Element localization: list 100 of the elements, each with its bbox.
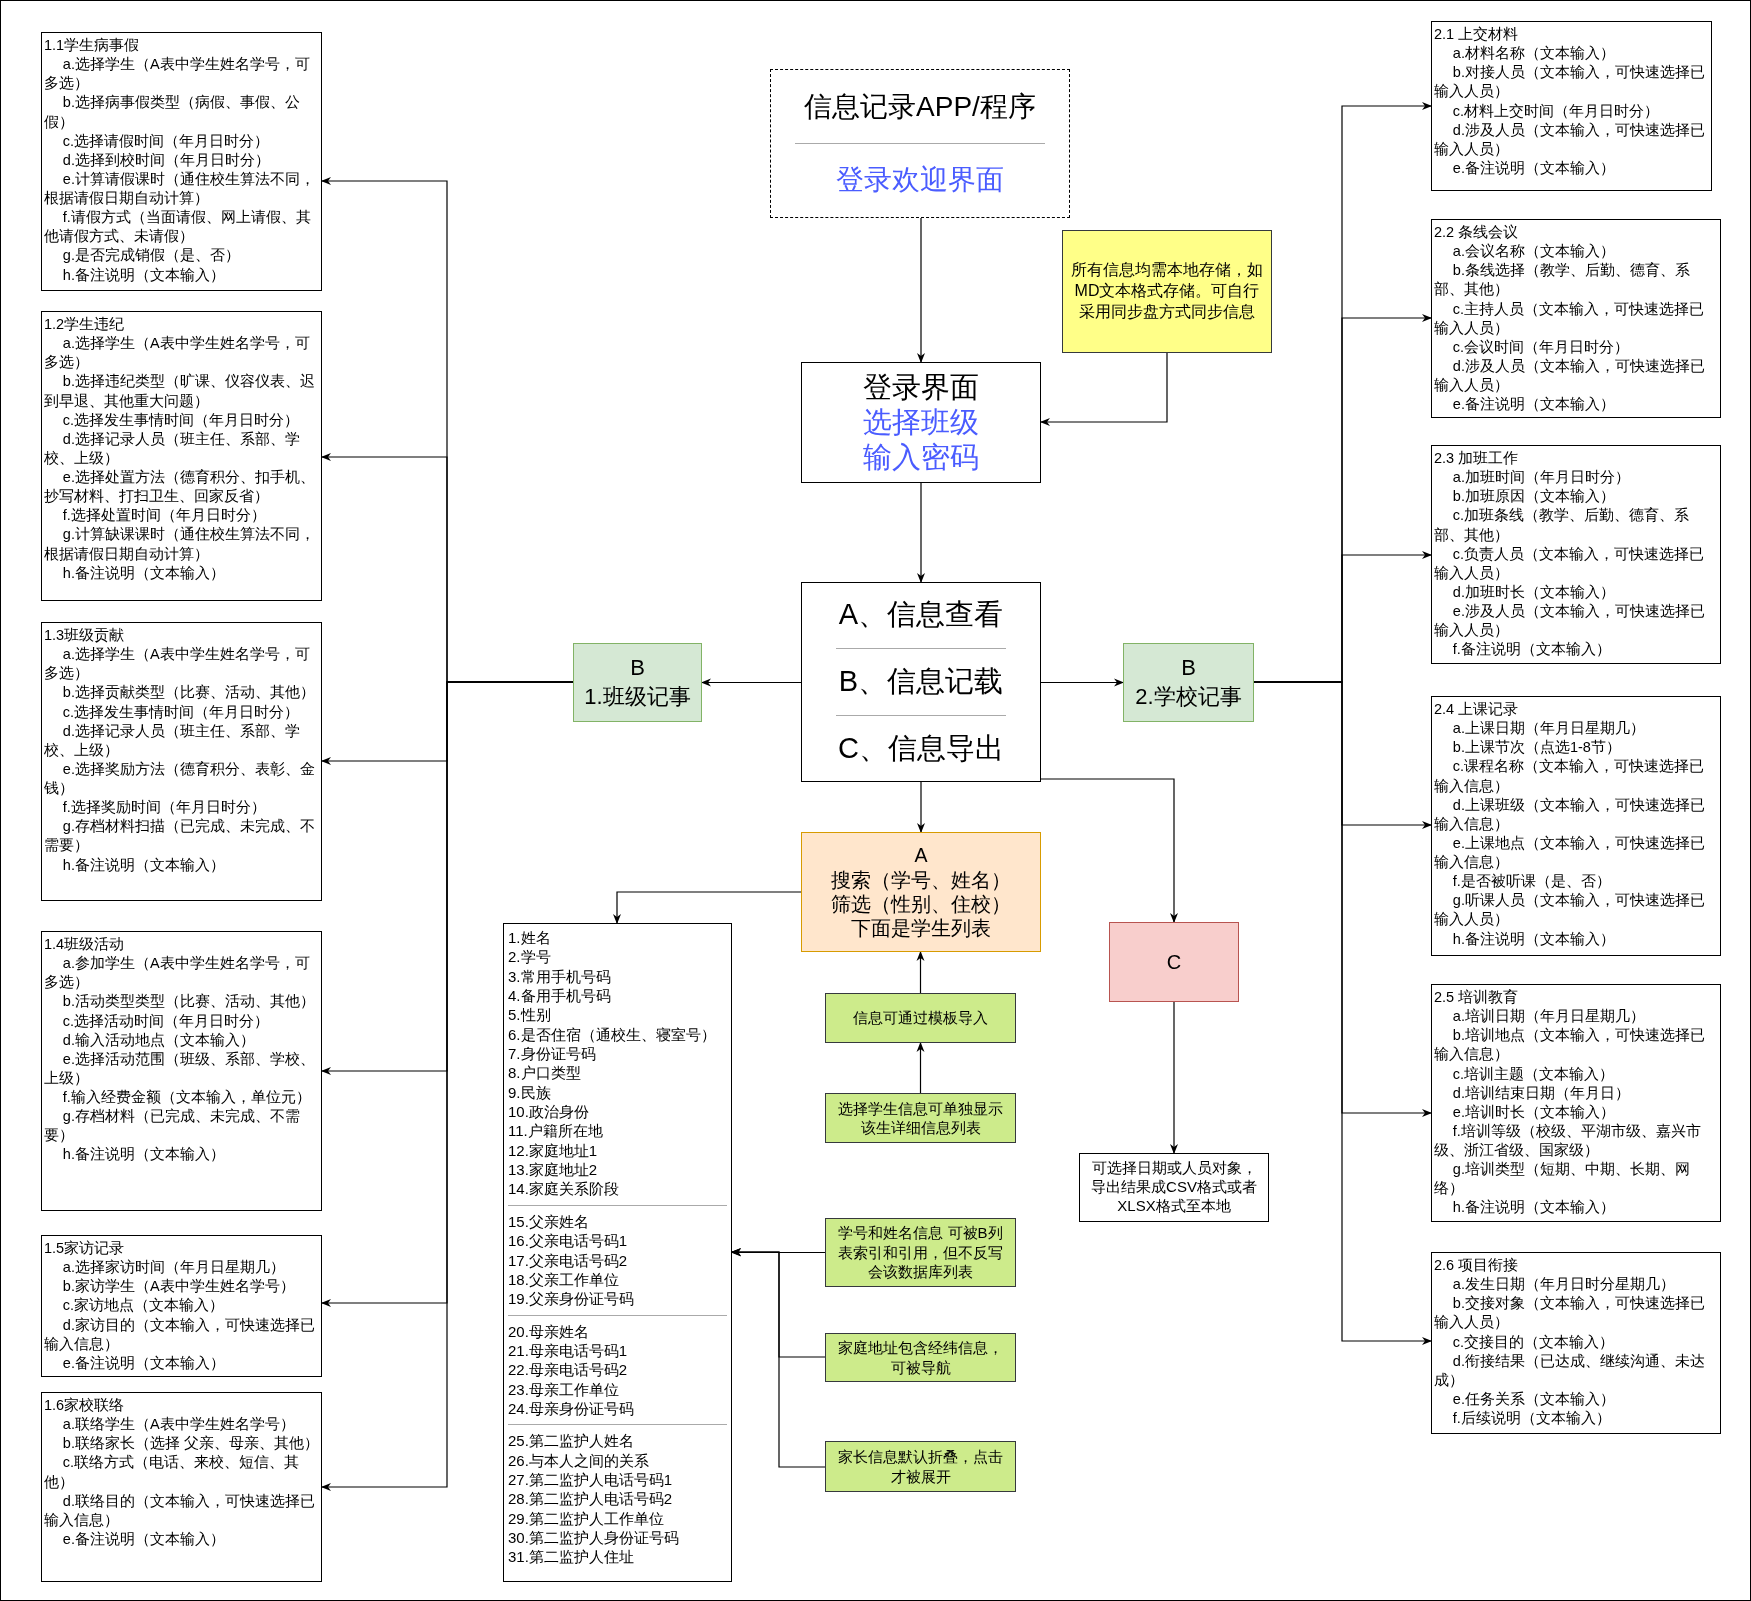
category-text: B	[629, 653, 646, 682]
arrow	[613, 891, 802, 924]
form-field-text: e.备注说明（文本输入）	[1451, 395, 1616, 415]
list-item: 24.母亲身份证号码	[508, 1398, 635, 1419]
note-box	[1079, 1153, 1269, 1222]
form-field-text: 2.6 项目衔接	[1434, 1256, 1520, 1275]
form-field-text: d.培训结束日期（年月日）	[1451, 1083, 1631, 1103]
arrow	[701, 678, 802, 687]
form-field-text: 2.1 上交材料	[1434, 25, 1520, 44]
form-field-text: c.家访地点（文本输入）	[61, 1296, 226, 1316]
form-field-text: f.输入经费金额（文本输入，单位元）	[61, 1088, 312, 1107]
list-item: 20.母亲姓名	[508, 1321, 590, 1341]
list-item: 22.母亲电话号码2	[508, 1360, 629, 1380]
form-field-text: b.活动类型类型（比赛、活动、其他）	[61, 992, 316, 1012]
search-text: 筛选（性别、住校）	[830, 892, 1012, 917]
form-field-text: c.选择发生事情时间（年月日时分）	[61, 410, 301, 430]
list-item: 23.母亲工作单位	[508, 1379, 620, 1399]
arrow	[916, 951, 925, 994]
form-field-text: 1.4班级活动	[44, 935, 126, 954]
form-field-text: 1.1学生病事假	[44, 36, 141, 55]
list-item: 7.身份证号码	[508, 1044, 597, 1064]
arrow	[917, 217, 925, 363]
form-field-text: 2.2 条线会议	[1434, 223, 1520, 242]
record-form-box	[1431, 445, 1721, 664]
search-text: 搜索（学号、姓名）	[830, 867, 1012, 892]
note-text: 所有信息均需本地存储，如MD文本格式存储。可自行采用同步盘方式同步信息	[1070, 260, 1264, 322]
arrow	[1040, 778, 1178, 923]
form-field-text: a.加班时间（年月日时分）	[1451, 468, 1631, 488]
list-item: 18.父亲工作单位	[508, 1269, 620, 1290]
form-field-text: d.选择到校时间（年月日时分）	[61, 150, 271, 170]
record-form-box	[41, 1392, 322, 1582]
export-text: C	[1165, 950, 1183, 975]
record-form-box	[41, 311, 322, 601]
screen-text: 输入密码	[862, 439, 980, 475]
form-field-text: 1.6家校联络	[44, 1396, 126, 1415]
list-item: 1.姓名	[508, 928, 552, 948]
note-text: 学号和姓名信息 可被B列表索引和引用，但不反写会该数据库列表	[837, 1223, 1004, 1282]
form-field-text: h.备注说明（文本输入）	[61, 265, 226, 285]
search-box	[801, 832, 1041, 952]
form-field-text: h.备注说明（文本输入）	[61, 855, 226, 875]
list-item: 13.家庭地址2	[508, 1160, 599, 1180]
note-box	[825, 1093, 1016, 1143]
form-field-text: 1.5家访记录	[44, 1239, 126, 1258]
form-field-text: h.备注说明（文本输入）	[61, 1145, 226, 1165]
form-field-text: d.输入活动地点（文本输入）	[61, 1030, 256, 1050]
record-form-box	[1431, 1252, 1721, 1434]
list-item: 2.学号	[508, 947, 552, 967]
form-field-text: h.备注说明（文本输入）	[1451, 1198, 1616, 1218]
title-text: 信息记录APP/程序	[803, 89, 1037, 124]
arrow	[1170, 1001, 1178, 1154]
form-field-text: c.材料上交时间（年月日时分）	[1451, 101, 1661, 121]
arrow	[731, 1248, 826, 1257]
form-field-text: 2.3 加班工作	[1434, 449, 1520, 468]
list-item: 31.第二监护人住址	[508, 1547, 635, 1567]
form-field-text: f.是否被听课（是、否）	[1451, 872, 1612, 892]
form-field-text: c.会议时间（年月日时分）	[1451, 337, 1631, 357]
list-item: 10.政治身份	[508, 1102, 590, 1122]
form-field-text: a.选择家访时间（年月日星期几）	[61, 1258, 286, 1278]
form-field-text: h.备注说明（文本输入）	[1451, 929, 1616, 949]
category-box	[1123, 643, 1254, 722]
record-form-box	[1431, 21, 1712, 191]
search-text: A	[913, 843, 929, 868]
menu-box	[801, 582, 1041, 782]
menu-item-text: B、信息记载	[837, 664, 1005, 700]
export-box	[1109, 922, 1239, 1002]
form-field-text: 1.2学生违纪	[44, 315, 126, 334]
list-item: 26.与本人之间的关系	[508, 1450, 650, 1470]
login-screen-box	[801, 362, 1041, 483]
form-field-text: a.会议名称（文本输入）	[1451, 242, 1616, 262]
arrow	[916, 1042, 925, 1094]
record-form-box	[41, 32, 322, 291]
note-box	[825, 1218, 1016, 1287]
list-item: 12.家庭地址1	[508, 1140, 599, 1161]
form-field-text: c.交接目的（文本输入）	[1451, 1332, 1616, 1352]
record-form-box	[41, 1235, 322, 1377]
form-field-text: c.培训主题（文本输入）	[1451, 1064, 1616, 1084]
arrow	[917, 781, 925, 833]
category-box	[573, 643, 702, 722]
form-field-text: g.是否完成销假（是、否）	[61, 246, 241, 266]
list-item: 29.第二监护人工作单位	[508, 1508, 665, 1528]
list-item: 21.母亲电话号码1	[508, 1340, 629, 1361]
list-item: 25.第二监护人姓名	[508, 1431, 635, 1451]
form-field-text: b.加班原因（文本输入）	[1451, 487, 1616, 507]
form-field-text: a.材料名称（文本输入）	[1451, 44, 1616, 64]
form-field-text: e.备注说明（文本输入）	[61, 1353, 226, 1373]
screen-text: 选择班级	[862, 405, 980, 440]
record-form-box	[1431, 696, 1721, 956]
form-field-text: e.备注说明（文本输入）	[61, 1529, 226, 1549]
form-field-text: 2.5 培训教育	[1434, 988, 1520, 1007]
list-item: 28.第二监护人电话号码2	[508, 1489, 674, 1509]
form-field-text: h.备注说明（文本输入）	[61, 563, 226, 583]
list-item: 19.父亲身份证号码	[508, 1289, 635, 1309]
form-field-text: a.发生日期（年月日时分星期几）	[1451, 1275, 1676, 1295]
form-field-text: b.联络家长（选择 父亲、母亲、其他）	[61, 1434, 319, 1454]
form-field-text: e.培训时长（文本输入）	[1451, 1102, 1616, 1122]
form-field-text: d.加班时长（文本输入）	[1451, 582, 1616, 602]
app-title-box	[770, 69, 1070, 218]
record-form-box	[41, 931, 322, 1211]
category-text: B	[1180, 653, 1197, 682]
title-text: 登录欢迎界面	[835, 162, 1005, 197]
